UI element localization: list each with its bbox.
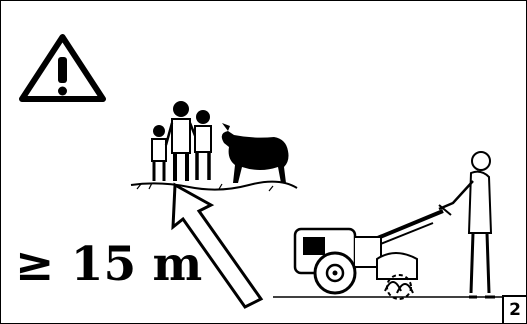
- page-number: 2: [509, 300, 521, 320]
- warning-triangle-icon: [18, 33, 107, 103]
- bystanders-illustration: [129, 93, 299, 198]
- arrow-pointer-icon: [161, 181, 271, 311]
- page-number-box: 2: [502, 295, 526, 323]
- minimum-distance-label: ≥ 15 m: [15, 237, 203, 292]
- walk-behind-tiller-illustration: [273, 141, 505, 309]
